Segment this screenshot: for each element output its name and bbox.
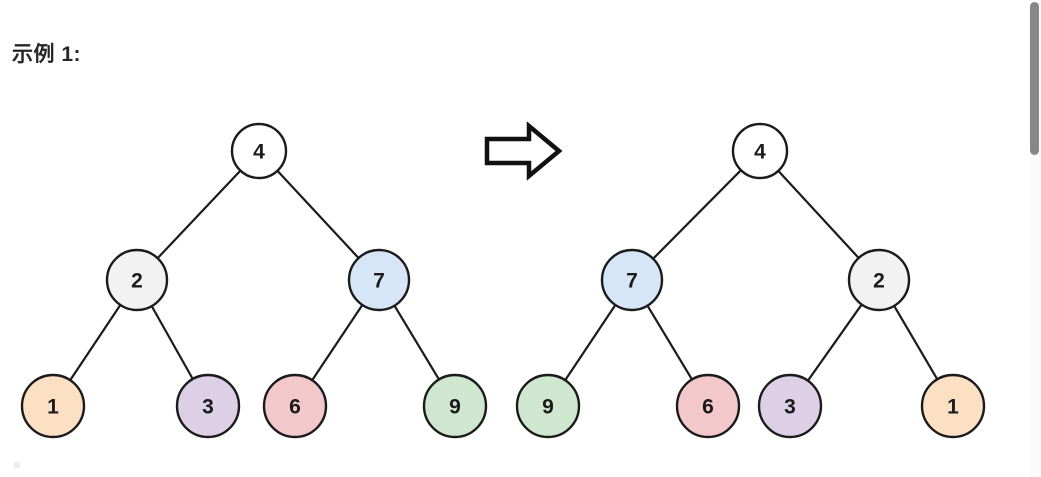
tree-node-R1[interactable]: 1	[920, 373, 986, 439]
tree-input-tree: 4 2 7 1 3 6 9	[20, 122, 488, 439]
tree-edge-R7-R6	[645, 303, 694, 382]
node-circle-R4[interactable]	[731, 122, 789, 180]
transform-arrow-icon	[484, 121, 563, 181]
node-label-R6: 6	[702, 396, 714, 419]
scrollbar-track[interactable]	[1030, 0, 1041, 477]
node-label-L9: 9	[449, 396, 461, 419]
node-label-R4: 4	[754, 141, 766, 164]
tree-node-L4[interactable]: 4	[230, 122, 288, 180]
tree-node-R6[interactable]: 6	[675, 373, 741, 439]
tree-edge-R4-R2	[776, 169, 861, 260]
tree-node-L7[interactable]: 7	[347, 248, 411, 312]
tree-edges	[68, 168, 441, 383]
tree-edge-R7-R9	[563, 303, 618, 383]
tree-node-R2[interactable]: 2	[847, 248, 911, 312]
node-circle-L2[interactable]	[105, 248, 169, 312]
page-title: 示例 1:	[12, 43, 82, 66]
node-label-L3: 3	[202, 396, 214, 419]
node-circle-L9[interactable]	[422, 373, 488, 439]
node-label-R1: 1	[947, 396, 959, 419]
node-label-L2: 2	[131, 270, 143, 293]
node-circle-R6[interactable]	[675, 373, 741, 439]
node-circle-L7[interactable]	[347, 248, 411, 312]
node-label-L7: 7	[373, 270, 385, 293]
page-bottom-marker	[14, 462, 20, 468]
tree-node-L1[interactable]: 1	[20, 373, 86, 439]
tree-node-R3[interactable]: 3	[757, 373, 823, 439]
node-circle-R1[interactable]	[920, 373, 986, 439]
node-label-L6: 6	[289, 396, 301, 419]
tree-edge-L7-L6	[310, 303, 365, 383]
node-label-R3: 3	[784, 396, 796, 419]
node-label-L4: 4	[253, 141, 265, 164]
tree-node-L2[interactable]: 2	[105, 248, 169, 312]
tree-edge-R2-R1	[892, 303, 939, 382]
tree-node-R7[interactable]: 7	[600, 248, 664, 312]
tree-node-L3[interactable]: 3	[175, 373, 241, 439]
node-circle-R3[interactable]	[757, 373, 823, 439]
tree-edge-R4-R7	[651, 168, 743, 261]
tree-edge-L7-L9	[392, 303, 441, 382]
tree-edges	[563, 168, 939, 383]
binary-tree-figure: 4 2 7 1 3 6 9 4 7 2 9 6 3 1	[0, 90, 1020, 460]
scrollbar-thumb[interactable]	[1030, 2, 1039, 155]
node-label-L1: 1	[47, 396, 59, 419]
node-label-R2: 2	[873, 270, 885, 293]
tree-node-L9[interactable]: 9	[422, 373, 488, 439]
tree-output-tree: 4 7 2 9 6 3 1	[515, 122, 986, 439]
node-circle-L6[interactable]	[262, 373, 328, 439]
tree-edge-L4-L2	[155, 168, 243, 261]
tree-edge-R2-R3	[806, 302, 864, 383]
tree-node-L6[interactable]: 6	[262, 373, 328, 439]
node-circle-L3[interactable]	[175, 373, 241, 439]
node-circle-R7[interactable]	[600, 248, 664, 312]
tree-edge-L2-L3	[150, 304, 195, 381]
node-label-R9: 9	[542, 396, 554, 419]
node-circle-L1[interactable]	[20, 373, 86, 439]
tree-node-R9[interactable]: 9	[515, 373, 581, 439]
tree-edge-L4-L7	[275, 168, 361, 260]
node-circle-R9[interactable]	[515, 373, 581, 439]
tree-diagram-svg: 4 2 7 1 3 6 9 4 7 2 9 6 3 1	[20, 121, 986, 439]
tree-node-R4[interactable]: 4	[731, 122, 789, 180]
tree-edge-L2-L1	[68, 303, 123, 383]
node-circle-R2[interactable]	[847, 248, 911, 312]
node-label-R7: 7	[626, 270, 638, 293]
node-circle-L4[interactable]	[230, 122, 288, 180]
